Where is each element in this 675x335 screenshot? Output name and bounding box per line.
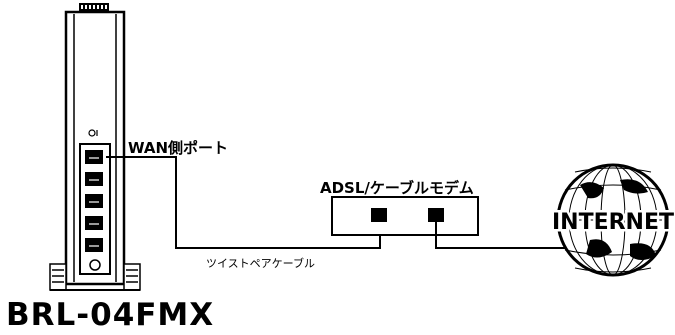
wan-port-label: WAN側ポート: [128, 139, 229, 157]
internet-label: INTERNET: [552, 210, 674, 235]
modem-box: [331, 196, 479, 236]
model-name: BRL-04FMX: [6, 297, 215, 333]
cable-label: ツイストペアケーブル: [206, 257, 316, 270]
internet-text-outline: INTERNET: [552, 210, 674, 235]
router-ports: [85, 150, 103, 252]
modem-internet-line: [435, 220, 574, 249]
twisted-pair-cable: [106, 156, 381, 249]
router-top-grille: [79, 3, 109, 11]
modem-label: ADSL/ケーブルモデム: [320, 179, 474, 197]
router-feet: [49, 263, 141, 291]
globe-icon: [556, 163, 670, 277]
router-device: [49, 3, 141, 291]
